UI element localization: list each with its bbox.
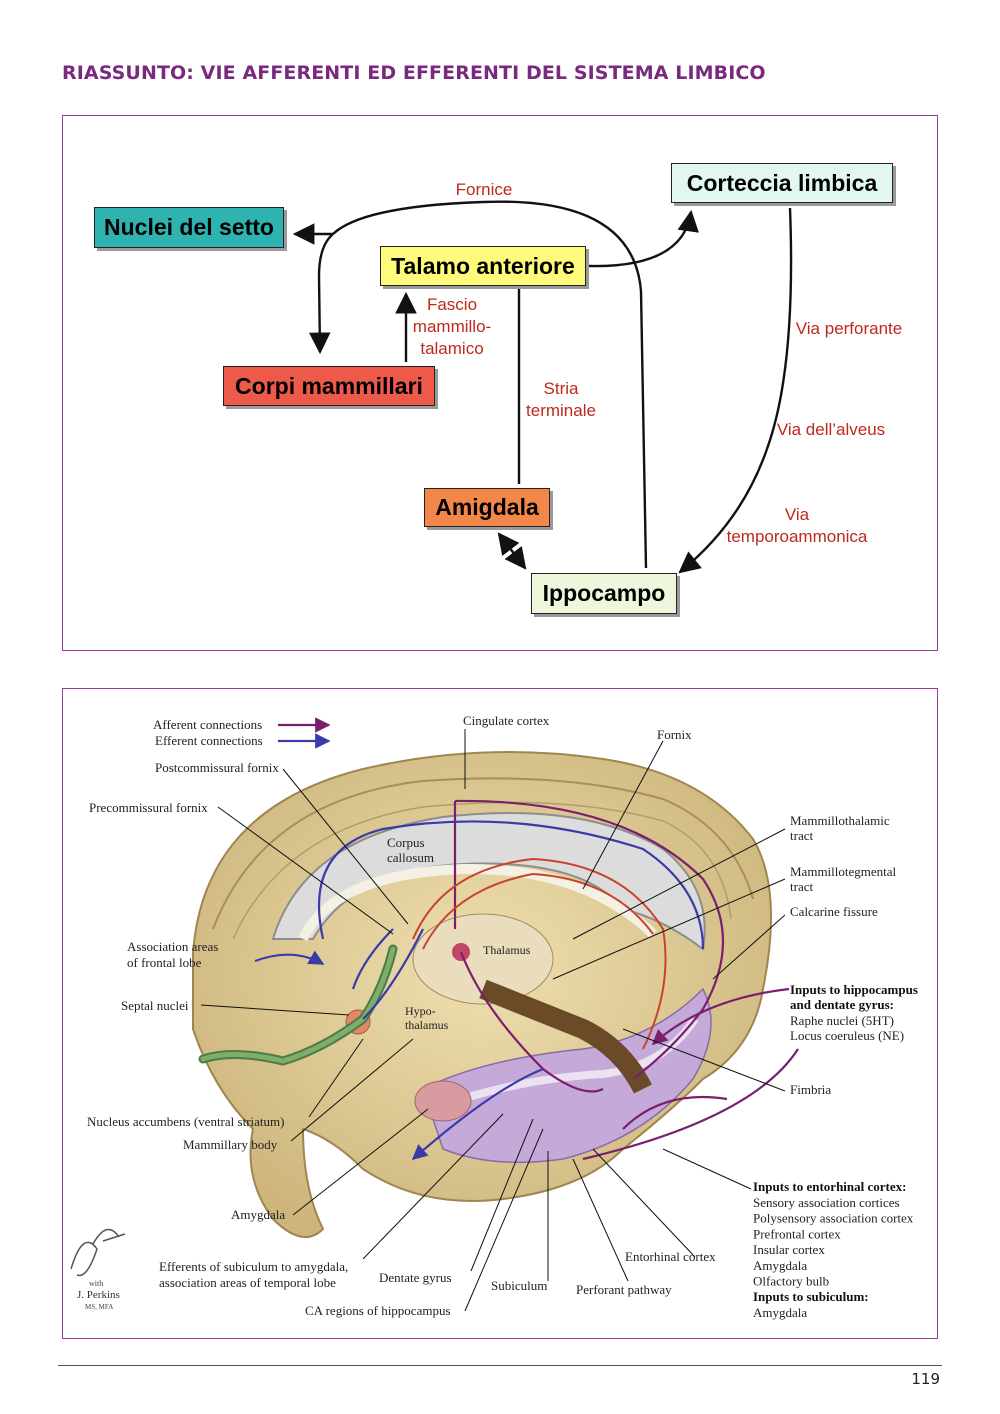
corteccia-to-ippocampo-arrow: [678, 207, 793, 574]
label-inputs-entorhinal-items: Sensory association cortices Polysensory…: [753, 1195, 917, 1289]
label-fornice: Fornice: [455, 180, 513, 199]
artist-signature: with J. Perkins MS, MFA: [70, 1228, 126, 1311]
label-amygdala: Amygdala: [231, 1207, 285, 1222]
legend: Afferent connections Efferent connection…: [153, 717, 331, 749]
talamo-to-corteccia-arrow: [588, 209, 699, 268]
svg-text:MS, MFA: MS, MFA: [85, 1303, 113, 1311]
label-efferents-subiculum: Efferents of subiculum to amygdala, asso…: [159, 1259, 352, 1290]
legend-efferent-label: Efferent connections: [155, 733, 263, 748]
label-subiculum: Subiculum: [491, 1278, 547, 1293]
label-corpus-callosum: Corpus callosum: [387, 835, 434, 865]
label-hypothalamus: Hypo- thalamus: [405, 1004, 449, 1032]
label-association-areas: Association areas of frontal lobe: [127, 939, 222, 970]
footer-rule: [58, 1365, 942, 1366]
pathway-diagram-frame: Nuclei del setto Talamo anteriore Cortec…: [62, 115, 938, 651]
node-talamo-anteriore: Talamo anteriore: [380, 246, 586, 286]
label-via-perforante: Via perforante: [795, 319, 903, 338]
label-ca-regions: CA regions of hippocampus: [305, 1303, 451, 1318]
svg-text:J. Perkins: J. Perkins: [77, 1289, 120, 1301]
page-title: RIASSUNTO: VIE AFFERENTI ED EFFERENTI DE…: [62, 62, 766, 84]
label-fimbria: Fimbria: [790, 1082, 831, 1097]
pathway-arrows: [292, 200, 793, 574]
label-precommissural-fornix: Precommissural fornix: [89, 800, 208, 815]
amigdala-ippocampo-arrow: [497, 532, 527, 570]
node-corteccia-limbica: Corteccia limbica: [671, 163, 893, 203]
anatomy-illustration-frame: Afferent connections Efferent connection…: [62, 688, 938, 1339]
fornice-to-mammillary-arrow: [308, 233, 334, 355]
label-via-alveus: Via dell’alveus: [776, 420, 886, 439]
label-inputs-entorhinal-title: Inputs to entorhinal cortex:: [753, 1179, 906, 1194]
node-ippocampo: Ippocampo: [531, 573, 677, 614]
node-nuclei-setto: Nuclei del setto: [94, 207, 284, 248]
limbic-anatomy-illustration: Afferent connections Efferent connection…: [70, 713, 921, 1320]
node-amigdala: Amigdala: [424, 488, 550, 527]
label-inputs-hippocampus-items: Raphe nuclei (5HT) Locus coeruleus (NE): [790, 1013, 904, 1043]
label-inputs-subiculum-title: Inputs to subiculum:: [753, 1289, 869, 1304]
svg-text:with: with: [89, 1279, 103, 1288]
label-mammillothalamic-tract: Mammillothalamic tract: [790, 813, 893, 843]
label-mammillotegmental-tract: Mammillotegmental tract: [790, 864, 899, 894]
label-cingulate-cortex: Cingulate cortex: [463, 713, 550, 728]
page-number: 119: [911, 1370, 940, 1388]
label-inputs-hippocampus-title: Inputs to hippocampus and dentate gyrus:: [790, 982, 921, 1012]
label-postcommissural-fornix: Postcommissural fornix: [155, 760, 279, 775]
label-entorhinal-cortex: Entorhinal cortex: [625, 1249, 716, 1264]
label-nucleus-accumbens: Nucleus accumbens (ventral striatum): [87, 1114, 284, 1129]
label-inputs-subiculum-items: Amygdala: [753, 1305, 807, 1320]
label-mammillary-body: Mammillary body: [183, 1137, 278, 1152]
label-perforant-pathway: Perforant pathway: [576, 1282, 672, 1297]
node-corpi-mammillari: Corpi mammillari: [223, 366, 435, 406]
amygdala-shape: [414, 1080, 472, 1122]
label-septal-nuclei: Septal nuclei: [121, 998, 189, 1013]
label-calcarine-fissure: Calcarine fissure: [790, 904, 878, 919]
label-fornix: Fornix: [657, 727, 692, 742]
fornice-arrow: [332, 200, 648, 569]
legend-afferent-label: Afferent connections: [153, 717, 262, 732]
label-dentate-gyrus: Dentate gyrus: [379, 1270, 452, 1285]
thalamus-shape: [412, 913, 554, 1005]
label-thalamus: Thalamus: [483, 943, 531, 957]
